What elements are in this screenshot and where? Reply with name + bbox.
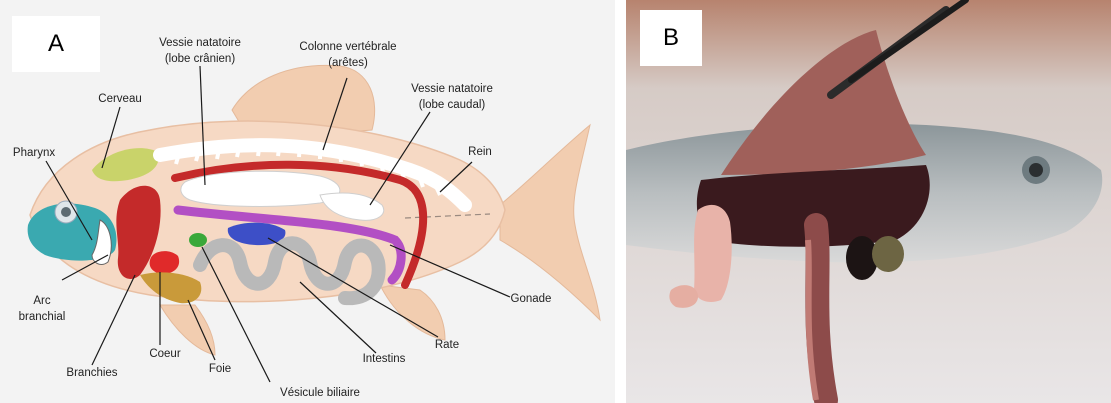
label-rein: Rein (468, 146, 492, 158)
label-vessie-cranien-line2: (lobe crânien) (165, 53, 235, 65)
fish-pupil-photo (1029, 163, 1043, 177)
label-vessie-caudal-line2: (lobe caudal) (419, 99, 486, 111)
label-colonne-line1: Colonne vertébrale (299, 41, 396, 53)
label-colonne-line2: (arêtes) (328, 57, 368, 69)
label-branchies: Branchies (66, 367, 117, 379)
label-cerveau: Cerveau (98, 93, 141, 105)
label-foie: Foie (209, 363, 231, 375)
label-rate: Rate (435, 339, 459, 351)
label-arc-line1: Arc (33, 295, 51, 307)
label-gonade: Gonade (511, 293, 552, 305)
pale-organ-lobe (669, 285, 698, 308)
gallbladder-photo (872, 236, 904, 272)
pale-organ (694, 205, 732, 302)
intestine-photo (816, 225, 826, 400)
label-vessie-cranien-line1: Vessie natatoire (159, 37, 241, 49)
eye-pupil (61, 207, 71, 217)
label-intestins: Intestins (363, 353, 406, 365)
label-coeur: Coeur (149, 348, 180, 360)
label-vessie-caudal-line1: Vessie natatoire (411, 83, 493, 95)
label-vesicule: Vésicule biliaire (280, 387, 360, 399)
label-pharynx: Pharynx (13, 147, 55, 159)
panel-a-tag: A (12, 16, 100, 72)
photo-panel-b: B (626, 0, 1111, 403)
gallbladder (189, 233, 207, 247)
diagram-panel-a: Vessie natatoire (lobe crânien) Colonne … (0, 0, 615, 403)
label-arc-line2: branchial (19, 311, 66, 323)
panel-b-tag: B (640, 10, 702, 66)
